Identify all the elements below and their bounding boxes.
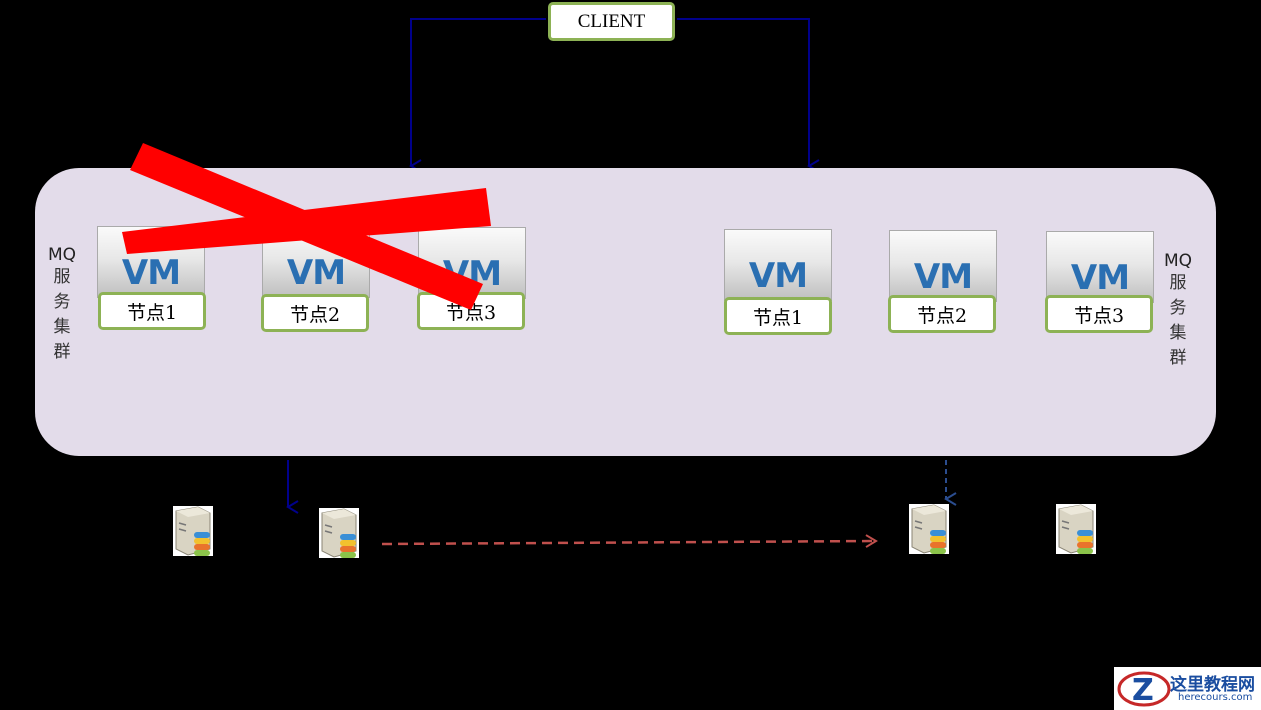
storage-server-icon	[909, 504, 949, 554]
side-label-char: 集	[53, 317, 71, 337]
side-label-char: 集	[1169, 323, 1187, 343]
watermark-subtext: herecours.com	[1178, 692, 1253, 703]
right-node-1-label: 节点1	[724, 297, 832, 335]
right-node-3-label: 节点3	[1045, 295, 1153, 333]
storage-server-icon	[319, 508, 359, 558]
client-to-left-cluster-arrow	[409, 18, 546, 173]
side-label-char: 群	[1169, 348, 1187, 368]
side-label-char: 服	[53, 267, 71, 287]
client-label: CLIENT	[577, 10, 646, 32]
left-node-2-label: 节点2	[261, 294, 369, 332]
storage-server-icon	[173, 506, 213, 556]
storage-server-icon	[1056, 504, 1096, 554]
side-label-char: 务	[53, 292, 71, 312]
side-label-char: 服	[1169, 273, 1187, 293]
right-node-2-label: 节点2	[888, 295, 996, 333]
watermark-text: 这里教程网	[1170, 675, 1255, 695]
left-node-1-label: 节点1	[98, 292, 206, 330]
side-label-mq: MQ	[47, 245, 77, 265]
side-label-mq: MQ	[1163, 251, 1193, 271]
replication-arrow	[381, 534, 878, 548]
vm-icon: VM	[724, 229, 832, 301]
left-cluster-side-label: MQ 服 务 集 群	[42, 245, 82, 365]
client-box: CLIENT	[548, 2, 675, 41]
vm-icon: VM	[1046, 231, 1154, 303]
watermark-z-icon: Z	[1117, 671, 1171, 708]
right-cluster-side-label: MQ 服 务 集 群	[1158, 251, 1198, 371]
side-label-char: 务	[1169, 298, 1187, 318]
side-label-char: 群	[53, 342, 71, 362]
vm-icon: VM	[889, 230, 997, 302]
watermark-letter: Z	[1132, 673, 1154, 708]
client-to-right-cluster-arrow	[677, 18, 820, 173]
mq-cluster-panel	[35, 168, 1216, 456]
